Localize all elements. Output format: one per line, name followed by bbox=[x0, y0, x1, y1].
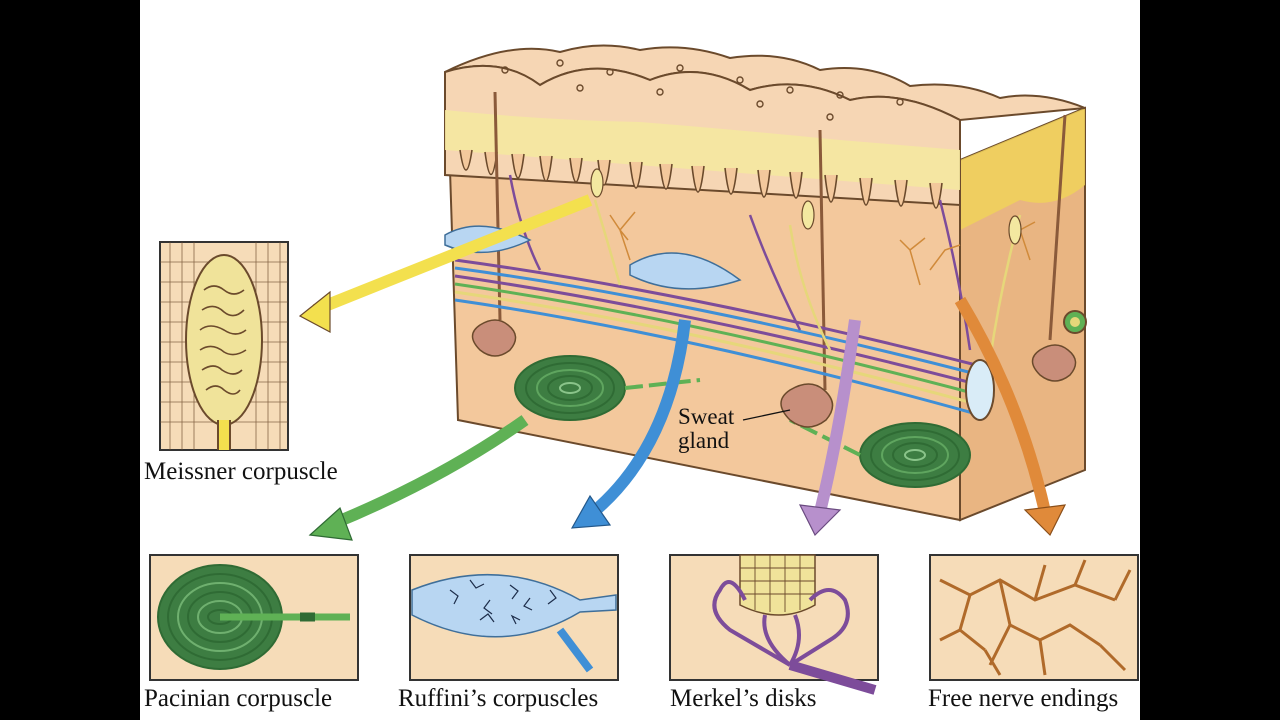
diagram-canvas: Meissner corpuscle Pacinian corpuscle Ru… bbox=[140, 0, 1140, 720]
skin-pores bbox=[501, 59, 904, 121]
side-yellow-band bbox=[960, 108, 1085, 230]
nerve-bundle bbox=[454, 258, 981, 417]
meissner-arrow bbox=[312, 194, 593, 316]
merkel-arrow bbox=[814, 319, 861, 514]
pacinian-arrowhead bbox=[308, 506, 353, 541]
merkel-inset bbox=[669, 554, 879, 695]
basal-yellow-band bbox=[445, 110, 960, 190]
block-meissner-corpuscles bbox=[590, 168, 1022, 245]
arrows bbox=[298, 194, 1067, 541]
ruffini-label: Ruffini’s corpuscles bbox=[398, 685, 599, 712]
ruffini-arrowhead bbox=[570, 494, 612, 529]
free-arrowhead bbox=[1023, 504, 1067, 537]
free-nerve-label: Free nerve endings bbox=[928, 685, 1119, 712]
free-arrow bbox=[954, 296, 1051, 514]
sweat-gland-label: Sweat gland bbox=[678, 404, 735, 454]
pacinian-label: Pacinian corpuscle bbox=[144, 685, 333, 712]
block-pacinian-corpuscles bbox=[514, 355, 971, 488]
skin-diagram bbox=[149, 44, 1139, 695]
sweat-label-line2: gland bbox=[678, 428, 730, 454]
merkel-arrowhead bbox=[798, 504, 842, 537]
merkel-label: Merkel’s disks bbox=[670, 685, 817, 712]
meissner-arrowhead bbox=[298, 290, 331, 333]
pacinian-arrow bbox=[327, 415, 529, 531]
meissner-label: Meissner corpuscle bbox=[144, 458, 338, 485]
nerve-bundle-end bbox=[965, 359, 995, 421]
free-nerve-inset bbox=[929, 554, 1139, 681]
dermal-papillae bbox=[459, 149, 943, 209]
sweat-glands bbox=[471, 319, 1077, 428]
ruffini-inset bbox=[409, 554, 619, 681]
meissner-inset bbox=[159, 241, 289, 451]
pacinian-inset bbox=[149, 554, 359, 681]
ruffini-arrow bbox=[586, 319, 691, 520]
sweat-label-line1: Sweat bbox=[678, 404, 735, 429]
skin-block bbox=[444, 44, 1087, 522]
nerve-cross-section-core bbox=[1070, 317, 1080, 327]
sweat-gland-leader bbox=[742, 409, 791, 421]
